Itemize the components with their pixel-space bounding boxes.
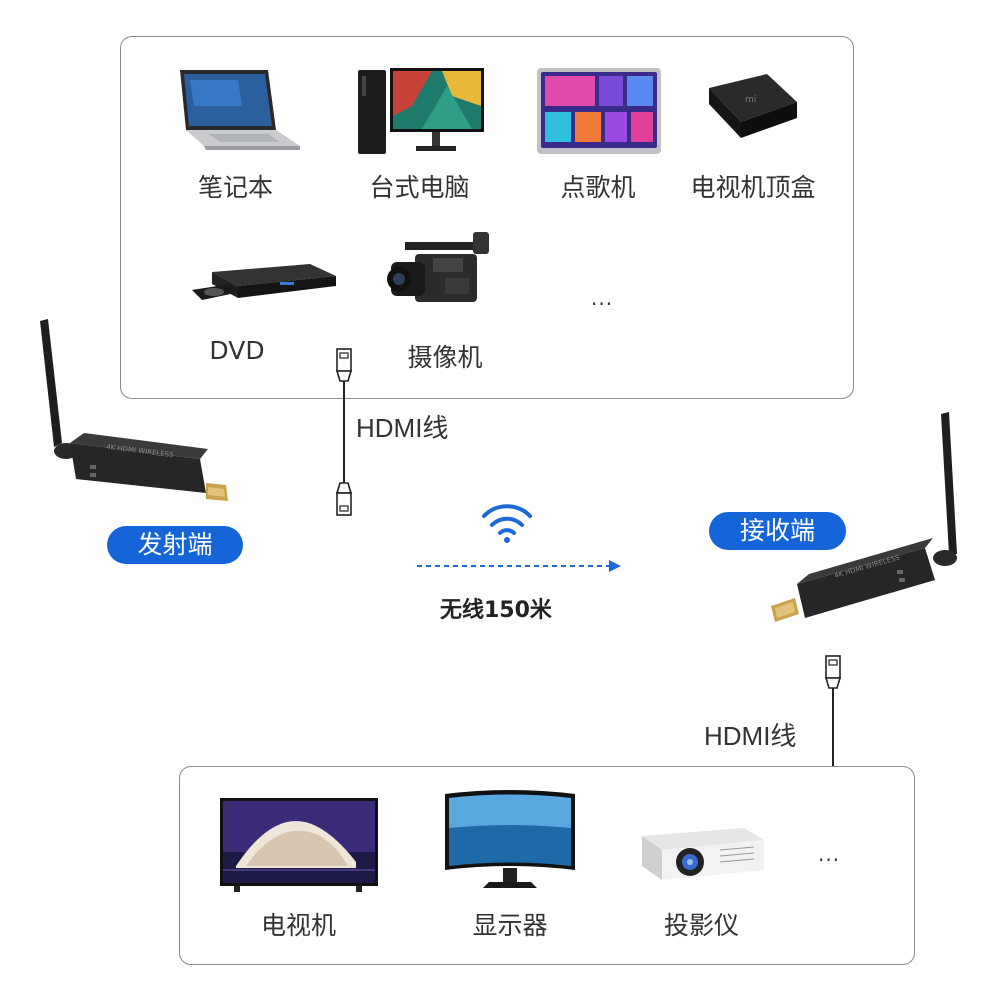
display-tv: 电视机 [216, 796, 381, 946]
receiver-badge: 接收端 [709, 512, 846, 550]
source-label-dvd: DVD [209, 336, 265, 365]
tv-set-top-box-icon: mi [709, 74, 797, 138]
receiver-dongle: 4K HDMI WIRELESS [771, 412, 957, 622]
top-hdmi-cable [335, 348, 353, 516]
dvd-player-icon [192, 264, 336, 300]
video-camera-icon [387, 232, 489, 302]
display-label-monitor: 显示器 [472, 911, 548, 940]
source-tv-set-top-box: mi 电视机顶盒 [683, 66, 823, 206]
projector-icon [642, 828, 764, 880]
source-label-desktop-pc: 台式电脑 [369, 173, 470, 202]
monitor-icon [445, 790, 575, 888]
transmitter-badge: 发射端 [107, 526, 243, 564]
desktop-pc-icon [358, 68, 484, 154]
source-more-ellipsis: ... [591, 286, 614, 310]
source-desktop-pc: 台式电脑 [352, 66, 487, 206]
top-hdmi-cable-label: HDMI线 [356, 413, 449, 443]
source-label-tv-set-top-box: 电视机顶盒 [690, 173, 816, 202]
wireless-direction-arrow [417, 560, 621, 572]
source-video-camera: 摄像机 [385, 228, 505, 373]
source-laptop: 笔记本 [168, 66, 303, 206]
bottom-hdmi-cable-label: HDMI线 [704, 721, 797, 751]
source-label-karaoke-machine: 点歌机 [560, 173, 636, 202]
source-label-laptop: 笔记本 [197, 173, 273, 202]
source-dvd-player: DVD [190, 252, 340, 372]
display-projector: 投影仪 [634, 818, 769, 946]
laptop-icon [180, 70, 300, 150]
source-label-video-camera: 摄像机 [407, 343, 483, 372]
karaoke-machine-icon [537, 68, 661, 154]
transmitter-dongle: 4K HDMI WIRELESS [40, 319, 228, 501]
tv-icon [220, 798, 378, 892]
svg-text:mi: mi [745, 95, 756, 105]
display-label-tv: 电视机 [260, 911, 336, 940]
display-more-ellipsis: ... [818, 842, 841, 866]
wifi-icon [482, 504, 532, 543]
source-karaoke-machine: 点歌机 [533, 66, 663, 206]
display-label-projector: 投影仪 [663, 911, 739, 940]
wireless-range-label: 无线150米 [440, 598, 552, 623]
display-monitor: 显示器 [441, 788, 579, 946]
